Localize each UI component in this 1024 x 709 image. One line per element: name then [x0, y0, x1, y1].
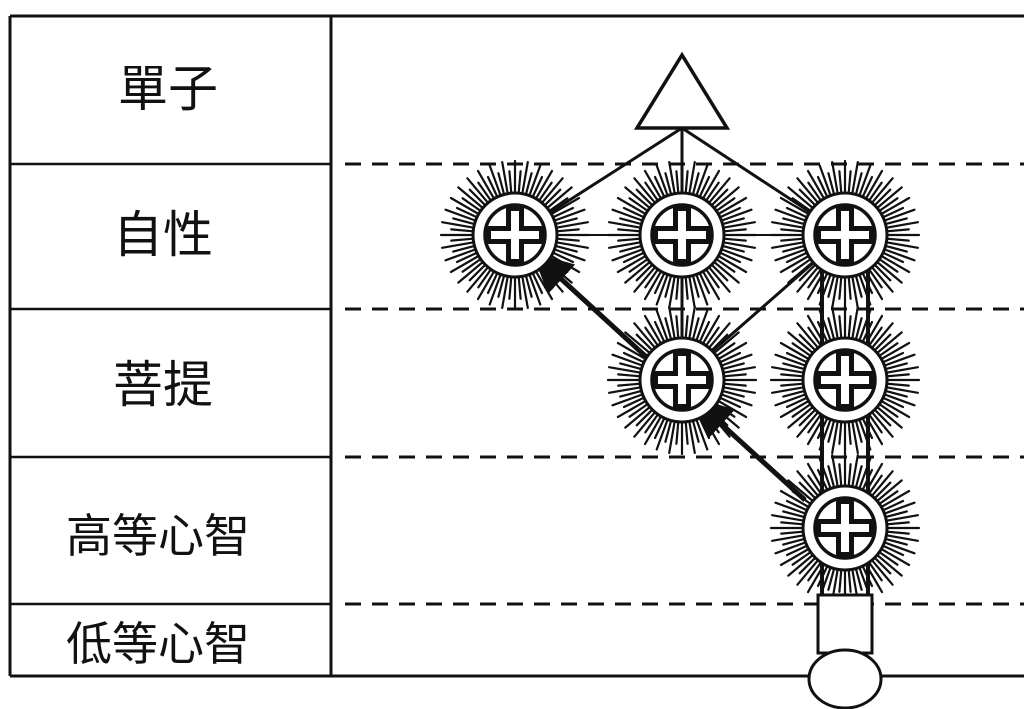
plane-label-buddhi: 菩提 — [113, 356, 213, 414]
radiant-node-atma-center — [606, 159, 758, 311]
cross-icon — [815, 205, 875, 265]
plane-label-higher-mind: 高等心智 — [66, 509, 250, 563]
radiant-node-higher-mind — [769, 452, 921, 604]
base-circle-icon — [807, 648, 883, 709]
radiance-rays-icon — [769, 452, 921, 604]
cross-icon — [815, 350, 875, 410]
radiant-node-atma-right — [769, 159, 921, 311]
causal-stem — [807, 593, 883, 709]
plane-boundaries — [345, 162, 1024, 606]
radiance-rays-icon — [769, 304, 921, 456]
stem-rect — [816, 593, 874, 655]
radiant-node-buddhi-right — [769, 304, 921, 456]
cross-icon — [652, 350, 712, 410]
radiance-rays-icon — [769, 159, 921, 311]
plane-label-monad: 單子 — [118, 60, 218, 118]
cross-icon — [815, 498, 875, 558]
radiance-rays-icon — [606, 304, 758, 456]
cross-icon — [652, 205, 712, 265]
monad-triangle-icon — [633, 51, 731, 130]
radiance-rays-icon — [439, 159, 591, 311]
radiant-node-atma-left — [439, 159, 591, 311]
radiant-node-buddhi-center — [606, 304, 758, 456]
plane-label-atma: 自性 — [113, 206, 213, 264]
plane-label-lower-mind: 低等心智 — [66, 617, 250, 671]
cross-icon — [485, 205, 545, 265]
radiance-rays-icon — [606, 159, 758, 311]
radiant-nodes — [439, 159, 921, 604]
